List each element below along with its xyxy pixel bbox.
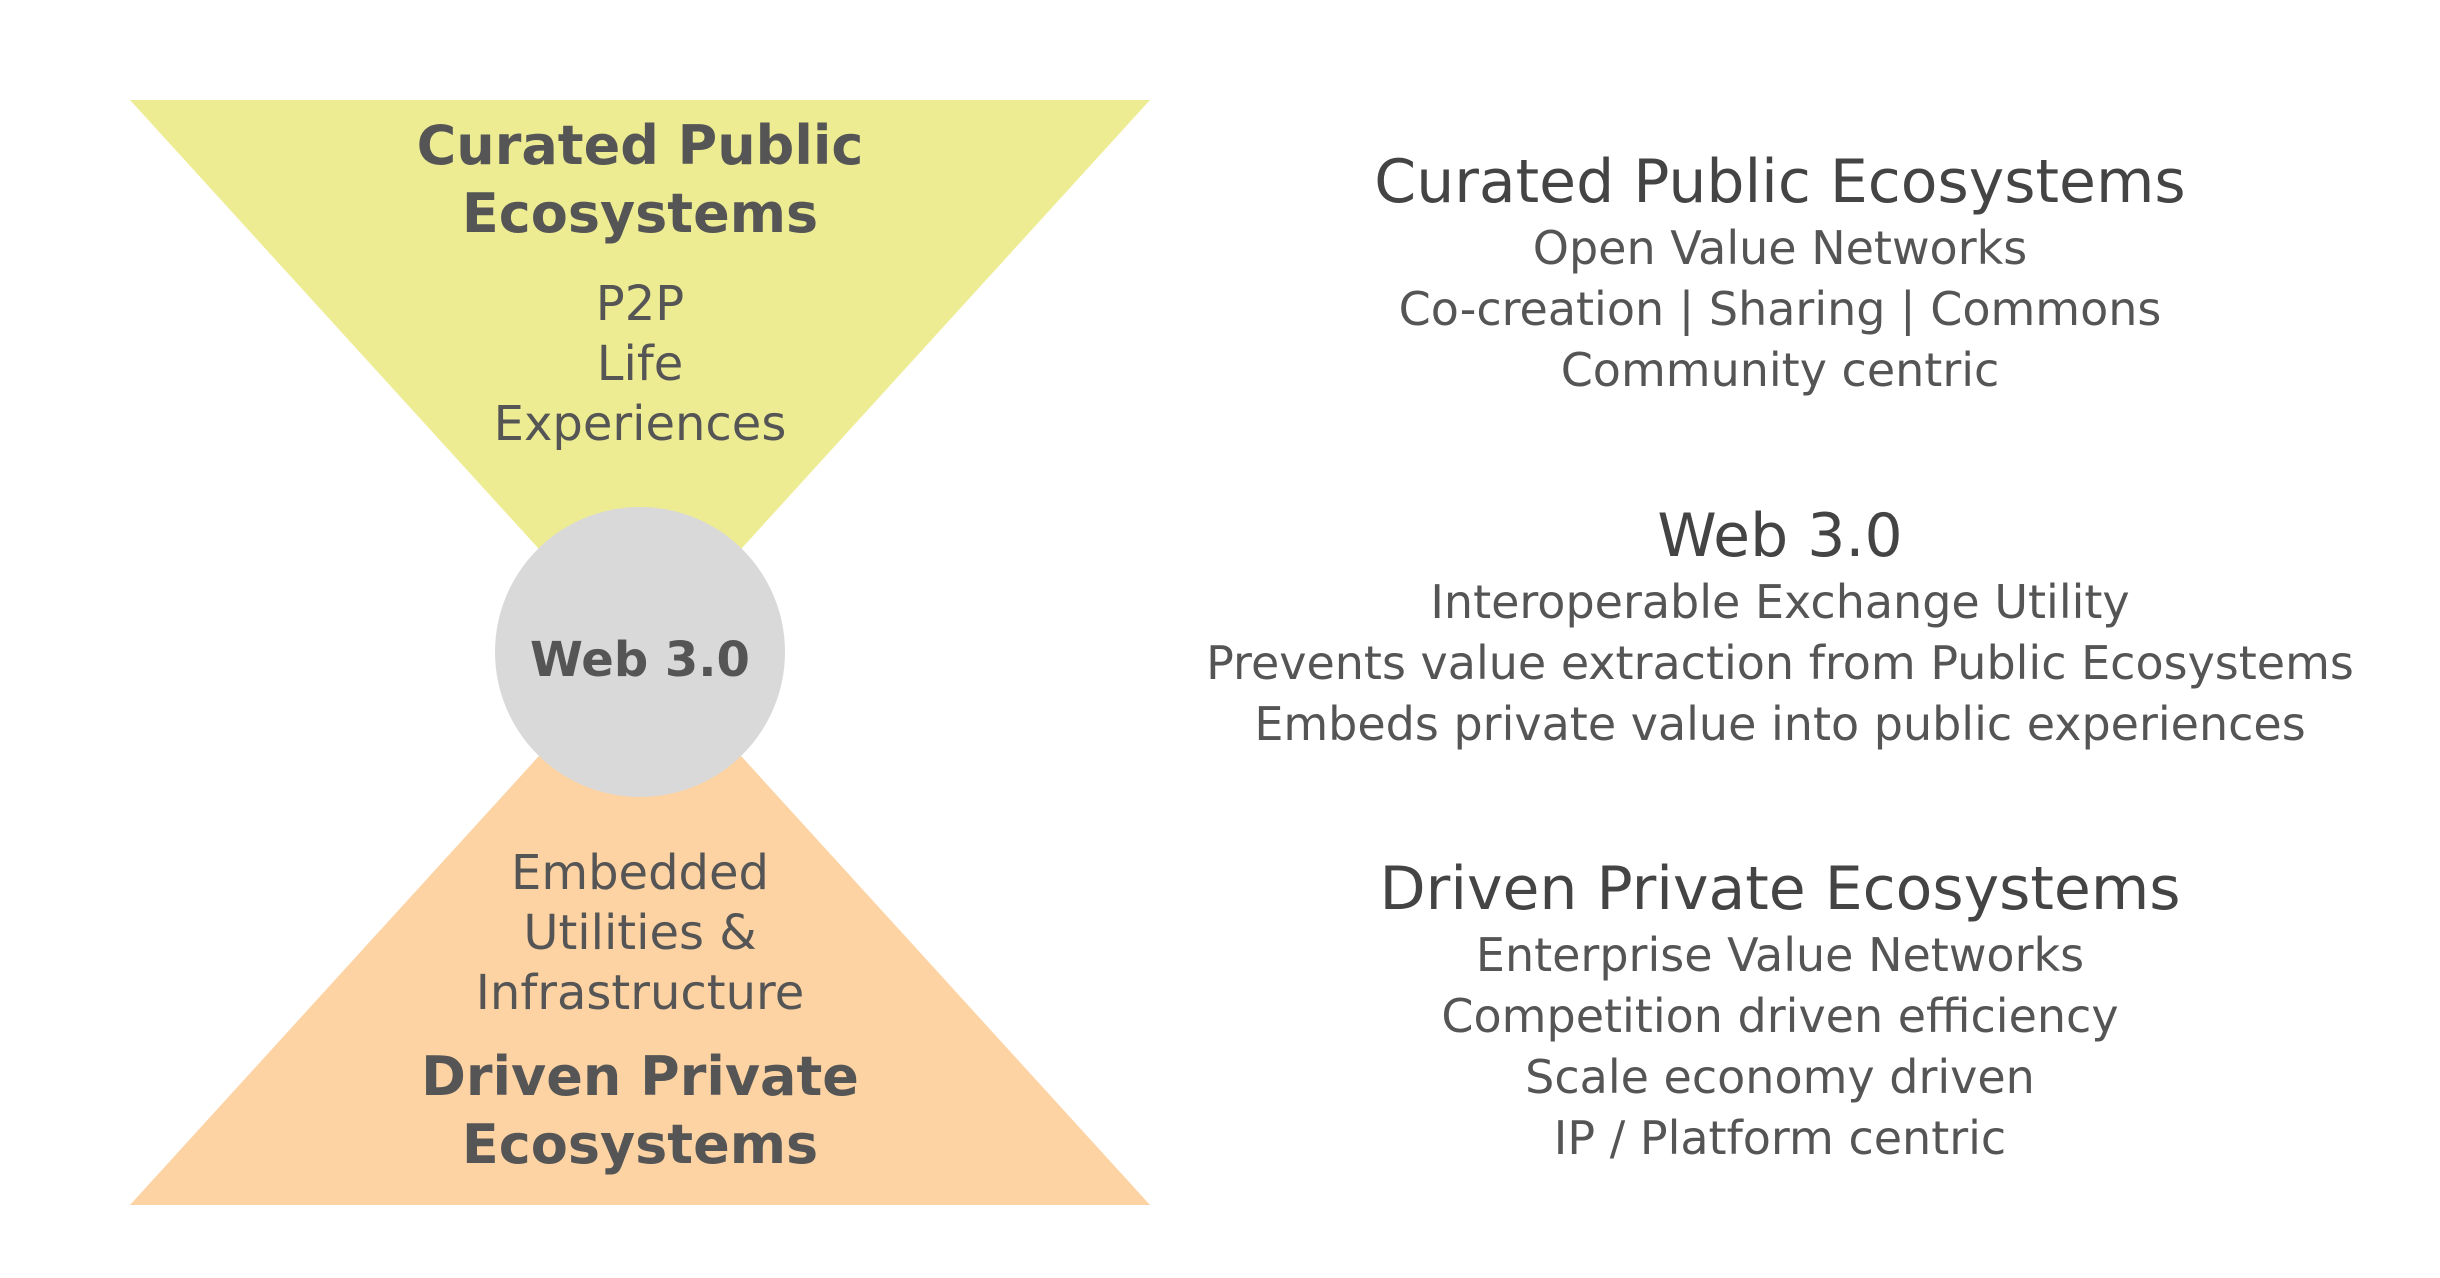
description-title: Driven Private Ecosystems (1379, 854, 2181, 924)
bottom-triangle-lines: Embedded Utilities & Infrastructure (290, 843, 990, 1023)
description-title: Web 3.0 (1657, 501, 1903, 571)
description-line: IP / Platform centric (1553, 1111, 2007, 1165)
description-lines: Enterprise Value Networks Competition dr… (1200, 925, 2360, 1169)
description-driven-private: Driven Private Ecosystems Enterprise Val… (1200, 853, 2360, 1169)
top-triangle (130, 100, 1150, 660)
top-line: Life (596, 336, 684, 392)
description-line: Enterprise Value Networks (1475, 928, 2085, 982)
bottom-line: Infrastructure (475, 965, 805, 1021)
bottom-line: Embedded (510, 845, 770, 901)
description-line: Prevents value extraction from Public Ec… (1206, 636, 2354, 690)
top-triangle-title: Curated Public Ecosystems (416, 114, 864, 245)
top-triangle-text: Curated Public Ecosystems P2P Life Exper… (290, 112, 990, 454)
description-title: Curated Public Ecosystems (1374, 147, 2186, 217)
description-line: Community centric (1560, 343, 2000, 397)
hub-circle (495, 507, 785, 797)
description-line: Co-creation | Sharing | Commons (1398, 282, 2162, 336)
top-line: Experiences (493, 396, 787, 452)
description-line: Competition driven efficiency (1441, 989, 2119, 1043)
hub-label: Web 3.0 (530, 632, 750, 688)
bottom-triangle-title: Driven Private Ecosystems (421, 1045, 859, 1176)
description-web3: Web 3.0 Interoperable Exchange Utility P… (1200, 500, 2360, 755)
description-line: Open Value Networks (1532, 221, 2028, 275)
description-curated-public: Curated Public Ecosystems Open Value Net… (1200, 146, 2360, 401)
bottom-triangle-text: Embedded Utilities & Infrastructure Driv… (290, 843, 990, 1179)
bottom-triangle (130, 645, 1150, 1205)
bottom-line: Utilities & (523, 905, 757, 961)
top-line: P2P (595, 276, 685, 332)
description-line: Scale economy driven (1525, 1050, 2035, 1104)
description-line: Interoperable Exchange Utility (1430, 575, 2130, 629)
description-lines: Interoperable Exchange Utility Prevents … (1200, 572, 2360, 755)
description-line: Embeds private value into public experie… (1254, 697, 2306, 751)
description-lines: Open Value Networks Co-creation | Sharin… (1200, 218, 2360, 401)
top-triangle-lines: P2P Life Experiences (290, 274, 990, 454)
